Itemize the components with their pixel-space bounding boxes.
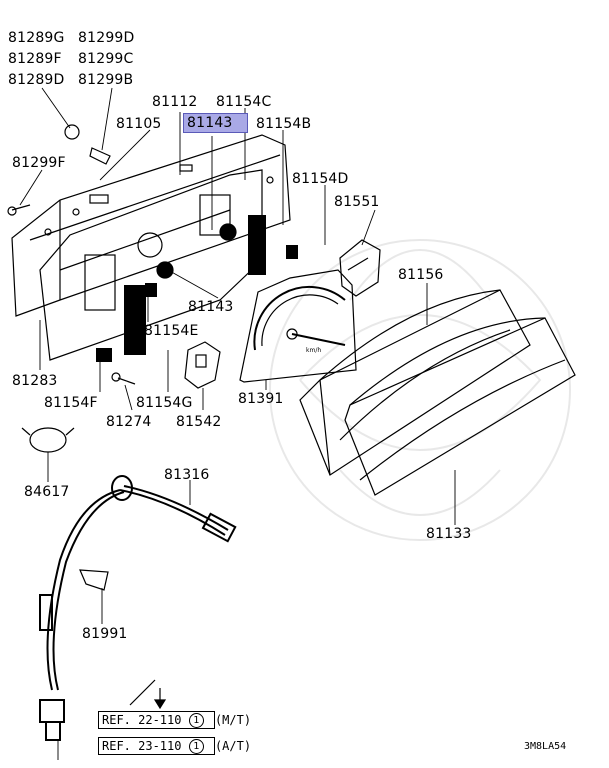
part-label-81154E: 81154E: [144, 323, 199, 339]
rear-housing: [11, 134, 291, 317]
reference-mt-prefix: REF. 22-110: [102, 713, 182, 727]
part-label-81289G: 81289G: [8, 30, 65, 46]
fasteners: [7, 124, 111, 216]
part-label-81991: 81991: [82, 626, 128, 642]
part-label-81299F: 81299F: [12, 155, 66, 171]
part-label-81156: 81156: [398, 267, 444, 283]
part-label-81299D: 81299D: [78, 30, 135, 46]
reference-at[interactable]: REF. 23-110 1 (A/T): [98, 737, 252, 755]
part-label-81391: 81391: [238, 391, 284, 407]
part-label-81289D: 81289D: [8, 72, 65, 88]
part-label-81154B: 81154B: [256, 116, 312, 132]
part-label-81143-highlighted[interactable]: 81143: [183, 113, 248, 133]
reference-mt-suffix: (M/T): [214, 713, 252, 727]
diagram-code: 3M8LA54: [524, 741, 567, 752]
socket-81551: [339, 239, 381, 297]
reference-mt-circle: 1: [188, 713, 204, 728]
watermark-emblem: [269, 239, 571, 541]
part-label-81112: 81112: [152, 94, 198, 110]
reference-at-suffix: (A/T): [214, 739, 252, 753]
print-film-strips: [96, 215, 298, 362]
leader-lines: [19, 87, 456, 760]
part-label-81154G: 81154G: [136, 395, 193, 411]
part-label-81143: 81143: [188, 299, 234, 315]
clip-81991: [79, 569, 109, 591]
part-label-81542: 81542: [176, 414, 222, 430]
part-label-81274: 81274: [106, 414, 152, 430]
part-label-81316: 81316: [164, 467, 210, 483]
part-label-81154C: 81154C: [216, 94, 272, 110]
part-label-81299C: 81299C: [78, 51, 134, 67]
part-label-81551: 81551: [334, 194, 380, 210]
screw-81274: [111, 372, 136, 385]
reference-at-prefix: REF. 23-110: [102, 739, 182, 753]
meter-bezel: [299, 289, 531, 476]
reference-mt[interactable]: REF. 22-110 1 (M/T): [98, 711, 252, 729]
reference-at-circle: 1: [188, 739, 204, 754]
grommet-84617: [21, 427, 75, 453]
part-label-81299B: 81299B: [78, 72, 134, 88]
speedometer-dial: [239, 269, 357, 383]
speedometer-unit-label: km/h: [306, 347, 321, 354]
part-label-81133: 81133: [426, 526, 472, 542]
part-label-81283: 81283: [12, 373, 58, 389]
socket-81542: [184, 341, 221, 389]
part-label-81289F: 81289F: [8, 51, 62, 67]
part-label-84617: 84617: [24, 484, 70, 500]
speedometer-cable: [39, 475, 237, 741]
part-label-81154D: 81154D: [292, 171, 349, 187]
reference-arrow: [129, 679, 167, 710]
meter-glass: [344, 317, 576, 496]
part-label-81154F: 81154F: [44, 395, 98, 411]
part-label-81105: 81105: [116, 116, 162, 132]
